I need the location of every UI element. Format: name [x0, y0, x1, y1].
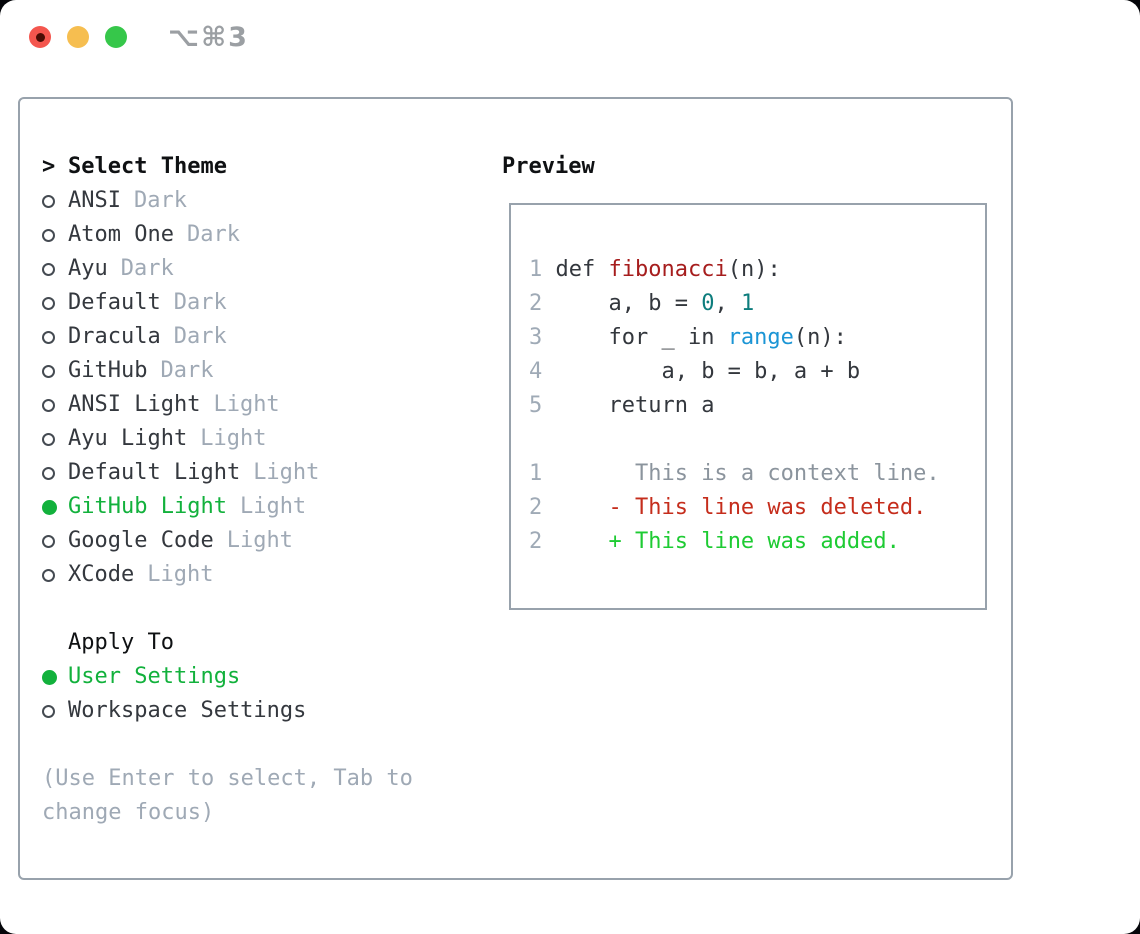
option-variant: Dark [133, 188, 187, 213]
option-variant: Light [147, 562, 214, 587]
option-name: GitHub [68, 358, 148, 383]
radio-icon [42, 364, 68, 378]
select-theme-label: Select Theme [68, 154, 227, 179]
apply-to-label: Apply To [68, 630, 174, 655]
radio-icon [42, 398, 68, 412]
option-name: Dracula [68, 324, 161, 349]
titlebar: ⌥⌘3 [0, 0, 1140, 75]
outline-circle-icon [42, 568, 55, 582]
theme-option[interactable]: Default Dark [42, 286, 413, 320]
theme-option[interactable]: XCode Light [42, 558, 413, 592]
outline-circle-icon [42, 228, 55, 242]
outline-circle-icon [42, 194, 55, 208]
theme-option[interactable]: Google Code Light [42, 524, 413, 558]
option-name: Atom One [68, 222, 174, 247]
option-variant: Light [213, 392, 280, 417]
code-line: 2 - This line was deleted. [529, 495, 927, 520]
code-line [529, 423, 985, 457]
code-line: 4 a, b = b, a + b [529, 359, 861, 384]
radio-icon [42, 432, 68, 446]
spacer-row [42, 728, 413, 762]
apply-to-option[interactable]: Workspace Settings [42, 694, 413, 728]
outline-circle-icon [42, 262, 55, 276]
maximize-button[interactable] [105, 26, 127, 48]
outline-circle-icon [42, 704, 55, 718]
preview-label: Preview [502, 154, 595, 179]
radio-selected-icon [42, 669, 68, 685]
radio-icon [42, 262, 68, 276]
option-variant: Light [239, 494, 307, 519]
option-name: XCode [68, 562, 135, 587]
theme-option[interactable]: GitHub Light Light [42, 490, 413, 524]
code-line: 2 a, b = 0, 1 [529, 291, 755, 316]
close-button[interactable] [29, 26, 51, 48]
theme-option[interactable]: Ayu Dark [42, 252, 413, 286]
option-variant: Dark [173, 290, 227, 315]
code-line: 2 + This line was added. [529, 529, 900, 554]
select-theme-header: > Select Theme [42, 150, 413, 184]
outline-circle-icon [42, 432, 55, 446]
caret-icon: > [42, 154, 56, 179]
option-name: ANSI Light [68, 392, 201, 417]
radio-icon [42, 534, 68, 548]
spacer-row [42, 592, 413, 626]
option-name: GitHub Light [68, 494, 227, 519]
option-variant: Dark [160, 358, 214, 383]
close-dot-icon [35, 32, 45, 42]
filled-circle-icon [42, 499, 57, 515]
radio-icon [42, 568, 68, 582]
preview-code: 1 def fibonacci(n): 2 a, b = 0, 1 3 for _ … [529, 253, 985, 559]
apply-to-option[interactable]: User Settings [42, 660, 413, 694]
option-variant: Dark [120, 256, 174, 281]
option-variant: Dark [173, 324, 227, 349]
radio-icon [42, 704, 68, 718]
hint-text-line2: change focus) [42, 800, 215, 825]
code-line: 1 def fibonacci(n): [529, 257, 781, 282]
outline-circle-icon [42, 534, 55, 548]
hint-text-line1: (Use Enter to select, Tab to [42, 766, 413, 791]
option-name: Default Light [68, 460, 241, 485]
window-title-shortcut: ⌥⌘3 [168, 22, 249, 53]
code-line: 5 return a [529, 393, 715, 418]
theme-option[interactable]: Default Light Light [42, 456, 413, 490]
option-variant: Light [226, 528, 293, 553]
option-name: Google Code [68, 528, 214, 553]
option-variant: Light [200, 426, 267, 451]
option-name: Ayu Light [68, 426, 188, 451]
theme-option[interactable]: GitHub Dark [42, 354, 413, 388]
theme-option[interactable]: Ayu Light Light [42, 422, 413, 456]
option-variant: Light [253, 460, 320, 485]
apply-to-header: Apply To [42, 626, 413, 660]
outline-circle-icon [42, 330, 55, 344]
option-name: Default [68, 290, 161, 315]
radio-icon [42, 228, 68, 242]
radio-icon [42, 194, 68, 208]
radio-icon [42, 466, 68, 480]
option-name: ANSI [68, 188, 121, 213]
radio-icon [42, 330, 68, 344]
option-name: Ayu [68, 256, 108, 281]
outline-circle-icon [42, 398, 55, 412]
code-line: 3 for _ in range(n): [529, 325, 847, 350]
outline-circle-icon [42, 466, 55, 480]
outline-circle-icon [42, 364, 55, 378]
option-name: User Settings [68, 664, 241, 689]
theme-option[interactable]: Atom One Dark [42, 218, 413, 252]
option-variant: Dark [186, 222, 240, 247]
theme-option[interactable]: ANSI Dark [42, 184, 413, 218]
radio-icon [42, 296, 68, 310]
code-line: 1 This is a context line. [529, 461, 940, 486]
theme-option[interactable]: ANSI Light Light [42, 388, 413, 422]
option-name: Workspace Settings [68, 698, 307, 723]
preview-code-box: 1 def fibonacci(n): 2 a, b = 0, 1 3 for _ … [509, 203, 987, 610]
theme-option[interactable]: Dracula Dark [42, 320, 413, 354]
minimize-button[interactable] [67, 26, 89, 48]
radio-selected-icon [42, 499, 68, 515]
filled-circle-icon [42, 669, 57, 685]
outline-circle-icon [42, 296, 55, 310]
